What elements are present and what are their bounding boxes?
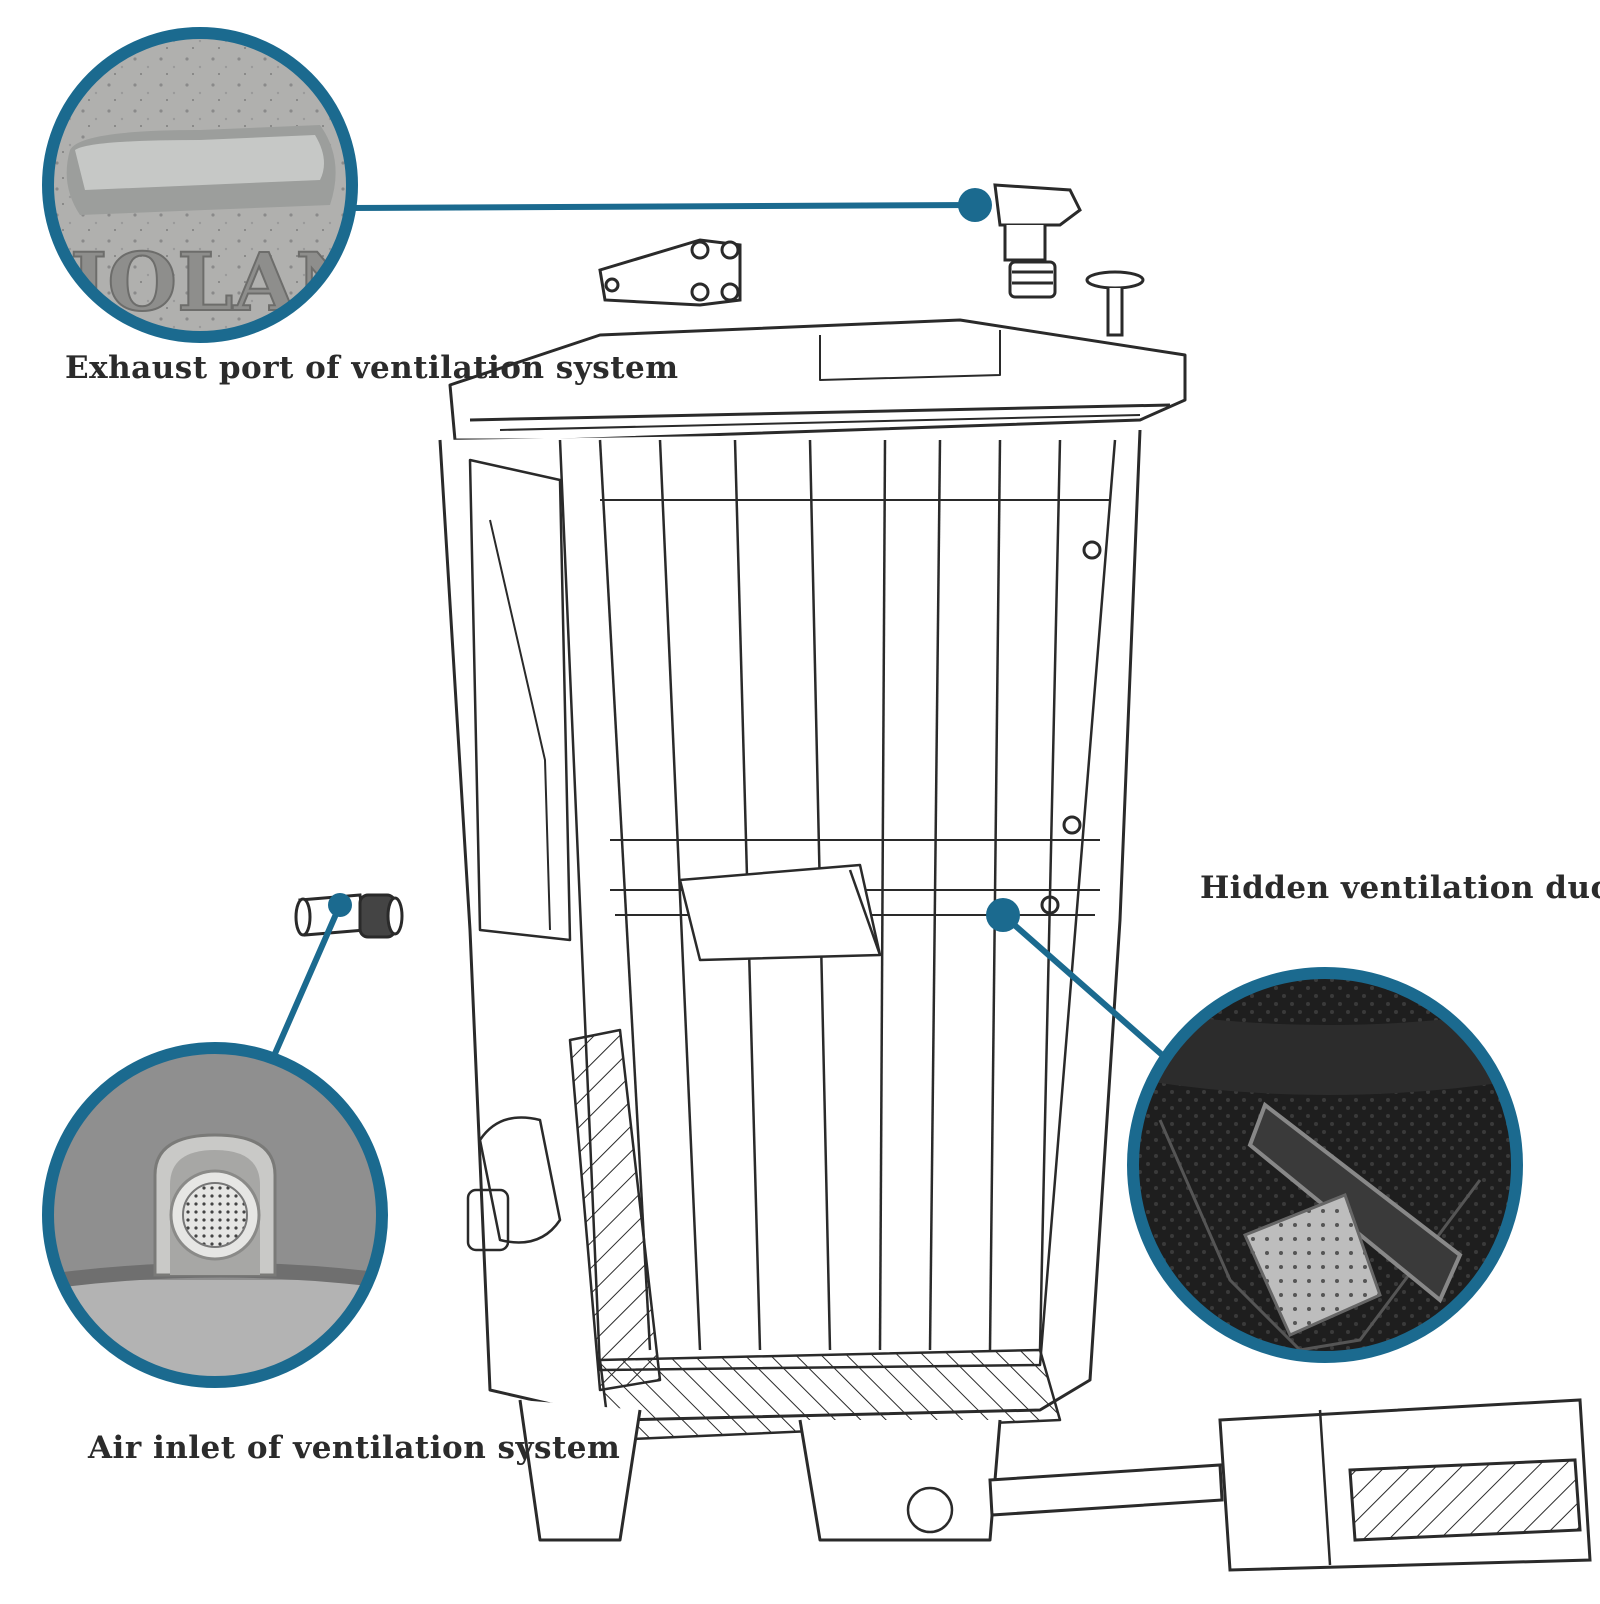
duct-detail-photo [1127, 967, 1523, 1363]
duct-label: Hidden ventilation duct [1200, 870, 1600, 906]
exploded-vent-cap [993, 183, 1082, 299]
exploded-hinge [598, 238, 742, 307]
exhaust-detail-photo: IOLAN [42, 27, 358, 343]
exhaust-callout-dot [958, 188, 992, 222]
duct-callout-dot [986, 898, 1020, 932]
exploded-screw [1085, 270, 1145, 337]
air-inlet-detail-photo [42, 1042, 388, 1388]
inlet-label: Air inlet of ventilation system [88, 1430, 621, 1466]
callout-dots [328, 188, 1020, 932]
bin-line-art [438, 318, 1187, 1542]
inlet-callout-dot [328, 893, 352, 917]
callout-lines [267, 202, 1188, 1078]
exploded-pedal [988, 1398, 1592, 1572]
exhaust-label: Exhaust port of ventilation system [65, 350, 679, 386]
